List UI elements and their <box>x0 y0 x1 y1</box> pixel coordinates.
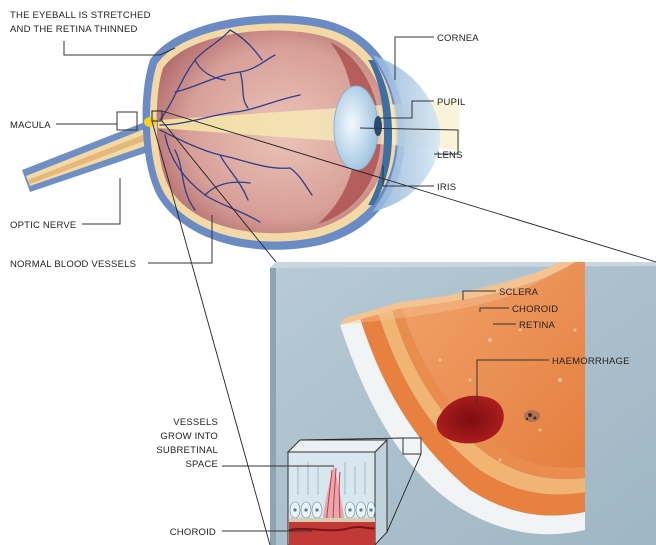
label-choroid-upper: CHOROID <box>512 304 558 315</box>
label-choroid-lower: CHOROID <box>170 527 216 538</box>
label-vessels-3: SUBRETINAL <box>156 445 218 456</box>
label-iris: IRIS <box>437 182 456 193</box>
eyeball <box>22 15 460 250</box>
label-eyeball-stretched-2: AND THE RETINA THINNED <box>10 24 138 35</box>
pupil-shape <box>374 116 382 136</box>
label-lens: LENS <box>437 150 463 161</box>
macula-spot <box>144 117 156 127</box>
label-pupil: PUPIL <box>437 97 465 108</box>
cellular-inset <box>288 440 387 545</box>
pigment-spot <box>524 410 540 422</box>
label-normal-blood-vessels: NORMAL BLOOD VESSELS <box>10 259 136 270</box>
label-eyeball-stretched-1: THE EYEBALL IS STRETCHED <box>10 10 151 21</box>
label-cornea: CORNEA <box>437 33 479 44</box>
label-optic-nerve: OPTIC NERVE <box>10 220 76 231</box>
label-macula: MACULA <box>10 120 51 131</box>
label-sclera: SCLERA <box>499 287 539 298</box>
inset-panel <box>270 262 656 545</box>
label-vessels-1: VESSELS <box>173 417 218 428</box>
label-vessels-4: SPACE <box>185 459 218 470</box>
label-retina: RETINA <box>519 320 556 331</box>
label-vessels-2: GROW INTO <box>160 431 218 442</box>
label-haemorrhage: HAEMORRHAGE <box>552 356 630 367</box>
